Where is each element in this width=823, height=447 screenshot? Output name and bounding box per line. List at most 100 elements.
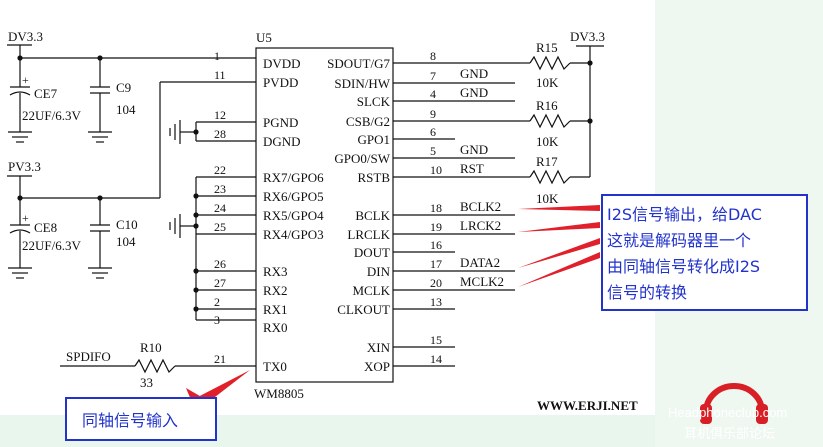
pin-number-28: 28	[214, 127, 226, 141]
schematic-sheet	[0, 0, 655, 415]
pin-number-26: 26	[214, 257, 226, 271]
pin-number-10: 10	[430, 163, 442, 177]
r15-value: 10K	[536, 75, 559, 90]
pin-name-mclk: MCLK	[352, 283, 390, 298]
pin-number-3: 3	[214, 313, 220, 327]
net-label-gnd-3: GND	[460, 142, 488, 157]
pin-number-9: 9	[430, 107, 436, 121]
pin-name-clkout: CLKOUT	[337, 302, 390, 317]
pin-number-21: 21	[214, 352, 226, 366]
c10-value: 104	[116, 234, 136, 249]
r10-ref: R10	[140, 340, 162, 355]
i2s-note-line-1: I2S信号输出，给DAC	[607, 205, 762, 224]
site-footer: WWW.ERJI.NET	[537, 398, 638, 413]
svg-text:+: +	[22, 73, 29, 87]
ce7-value: 22UF/6.3V	[22, 108, 81, 123]
pin-name-rx2: RX2	[263, 283, 288, 298]
pin-number-16: 16	[430, 238, 442, 252]
pin-number-20: 20	[430, 276, 442, 290]
net-label-gnd-2: GND	[460, 85, 488, 100]
r16-value: 10K	[536, 134, 559, 149]
svg-text:+: +	[22, 211, 29, 225]
r17-ref: R17	[536, 154, 558, 169]
pin-name-din: DIN	[367, 264, 391, 279]
pin-name-rx6-gpo5: RX6/GPO5	[263, 189, 324, 204]
pin-number-18: 18	[430, 201, 442, 215]
pin-number-1: 1	[214, 49, 220, 63]
pin-name-gpo0-sw: GPO0/SW	[334, 151, 390, 166]
pin-number-14: 14	[430, 352, 442, 366]
net-label-lrck2: LRCK2	[460, 218, 501, 233]
pin-name-pgnd: PGND	[263, 115, 298, 130]
chip-refdes: U5	[256, 30, 272, 45]
pin-name-csb-g2: CSB/G2	[346, 114, 390, 129]
net-label-rst: RST	[460, 161, 484, 176]
rail-label-pv33: PV3.3	[8, 159, 41, 174]
pin-name-xin: XIN	[367, 340, 391, 355]
pin-number-8: 8	[430, 49, 436, 63]
pin-number-6: 6	[430, 125, 436, 139]
pin-name-rx4-gpo3: RX4/GPO3	[263, 227, 324, 242]
pin-name-tx0: TX0	[263, 359, 287, 374]
logo-subtext: 耳机俱乐部论坛	[684, 427, 775, 442]
r10-value: 33	[140, 375, 153, 390]
pin-number-13: 13	[430, 295, 442, 309]
coax-input-note: 同轴信号输入	[82, 411, 178, 430]
coax-input-annotation-box	[65, 397, 217, 441]
r15-ref: R15	[536, 40, 558, 55]
ce8-value: 22UF/6.3V	[22, 238, 81, 253]
pin-number-7: 7	[430, 69, 436, 83]
net-label-data2: DATA2	[460, 255, 500, 270]
pin-name-pvdd: PVDD	[263, 75, 298, 90]
pin-number-5: 5	[430, 144, 436, 158]
net-label-gnd-1: GND	[460, 66, 488, 81]
pin-name-rx1: RX1	[263, 302, 288, 317]
pin-name-gpo1: GPO1	[357, 132, 390, 147]
logo-text: Headphoneclub.com	[668, 405, 787, 420]
pin-number-11: 11	[214, 68, 226, 82]
net-label-spdifo: SPDIFO	[66, 349, 111, 364]
chip-part-number: WM8805	[254, 386, 304, 401]
i2s-output-annotation-box	[601, 194, 808, 311]
pin-number-19: 19	[430, 220, 442, 234]
pin-number-12: 12	[214, 108, 226, 122]
pin-number-2: 2	[214, 295, 220, 309]
pin-name-rx0: RX0	[263, 320, 288, 335]
pin-name-slck: SLCK	[357, 94, 391, 109]
pin-number-24: 24	[214, 201, 226, 215]
pin-name-rx5-gpo4: RX5/GPO4	[263, 208, 324, 223]
pin-number-15: 15	[430, 333, 442, 347]
c10-ref: C10	[116, 217, 138, 232]
rail-label-dv33-left: DV3.3	[8, 29, 43, 44]
ce7-ref: CE7	[34, 86, 58, 101]
pin-name-rstb: RSTB	[357, 170, 390, 185]
net-label-bclk2: BCLK2	[460, 199, 501, 214]
pin-name-xop: XOP	[364, 359, 390, 374]
pin-name-dvdd: DVDD	[263, 56, 301, 71]
pin-number-27: 27	[214, 276, 226, 290]
net-label-mclk2: MCLK2	[460, 274, 504, 289]
pin-number-23: 23	[214, 182, 226, 196]
c9-value: 104	[116, 102, 136, 117]
ce8-ref: CE8	[34, 220, 57, 235]
pin-number-22: 22	[214, 163, 226, 177]
pin-name-rx7-gpo6: RX7/GPO6	[263, 170, 324, 185]
r17-value: 10K	[536, 191, 559, 206]
pin-name-rx3: RX3	[263, 264, 288, 279]
i2s-note-line-4: 信号的转换	[607, 283, 687, 302]
pin-name-sdin-hw: SDIN/HW	[334, 76, 390, 91]
headphone-logo	[700, 383, 768, 424]
c9-ref: C9	[116, 80, 131, 95]
rail-label-dv33-right: DV3.3	[570, 29, 605, 44]
pin-number-4: 4	[430, 87, 436, 101]
pin-name-bclk: BCLK	[355, 208, 390, 223]
pin-name-dgnd: DGND	[263, 134, 301, 149]
pin-name-dout: DOUT	[354, 245, 390, 260]
pin-number-17: 17	[430, 257, 442, 271]
i2s-note-line-2: 这就是解码器里一个	[607, 231, 751, 250]
pin-name-sdout-g7: SDOUT/G7	[327, 56, 390, 71]
pin-name-lrclk: LRCLK	[347, 227, 390, 242]
